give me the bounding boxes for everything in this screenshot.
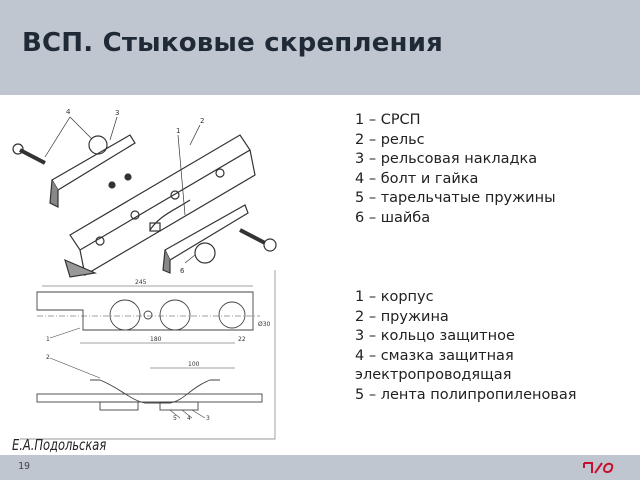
legend-item: 2 – рельс: [355, 131, 425, 148]
legend-item: 5 – тарельчатые пружины: [355, 190, 556, 206]
connector-drawing: 245 180 22 Ø30 100 1 2 5 4 3: [20, 270, 276, 440]
page-number: 19: [18, 461, 31, 472]
legend-item: 1 – СРСП: [355, 112, 421, 128]
legend-item: 1 – корпус: [355, 289, 434, 305]
label-1: 1: [176, 127, 180, 135]
legend-item: 6 – шайба: [355, 209, 431, 226]
rzd-logo-icon: [583, 462, 614, 474]
legend-item: 3 – рельсовая накладка: [355, 151, 538, 167]
author-name: Е.А.Подольская: [12, 436, 107, 454]
dim-100: 100: [188, 361, 200, 368]
dim-180: 180: [150, 336, 162, 343]
legend-item: электропроводящая: [355, 367, 512, 383]
label-6: 6: [180, 267, 185, 275]
slide-title: ВСП. Стыковые скрепления: [22, 28, 444, 58]
label-3: 3: [115, 109, 119, 117]
slide-header: ВСП. Стыковые скрепления: [0, 0, 640, 95]
dim-22: 22: [238, 336, 246, 343]
legend-item: 4 – болт и гайка: [355, 170, 479, 187]
slide-footer: 19: [0, 455, 640, 480]
legend-item: 2 – пружина: [355, 308, 449, 325]
label-4: 4: [187, 415, 191, 422]
label-5: 5: [173, 415, 177, 422]
label-4: 4: [66, 108, 71, 116]
legend-item: 5 – лента полипропиленовая: [355, 386, 577, 403]
label-1: 1: [46, 336, 50, 343]
label-2: 2: [46, 354, 50, 361]
legend-item: 3 – кольцо защитное: [355, 328, 515, 344]
legend-top: 1 – СРСП 2 – рельс 3 – рельсовая накладк…: [355, 111, 556, 228]
label-2: 2: [200, 117, 204, 125]
dim-diameter: Ø30: [258, 321, 271, 328]
dim-245: 245: [135, 279, 147, 286]
legend-item: 4 – смазка защитная: [355, 347, 514, 364]
legend-bottom: 1 – корпус 2 – пружина 3 – кольцо защитн…: [355, 288, 577, 405]
rail-joint-drawing: 4 3 1 2 6: [12, 108, 277, 278]
label-3: 3: [206, 415, 210, 422]
